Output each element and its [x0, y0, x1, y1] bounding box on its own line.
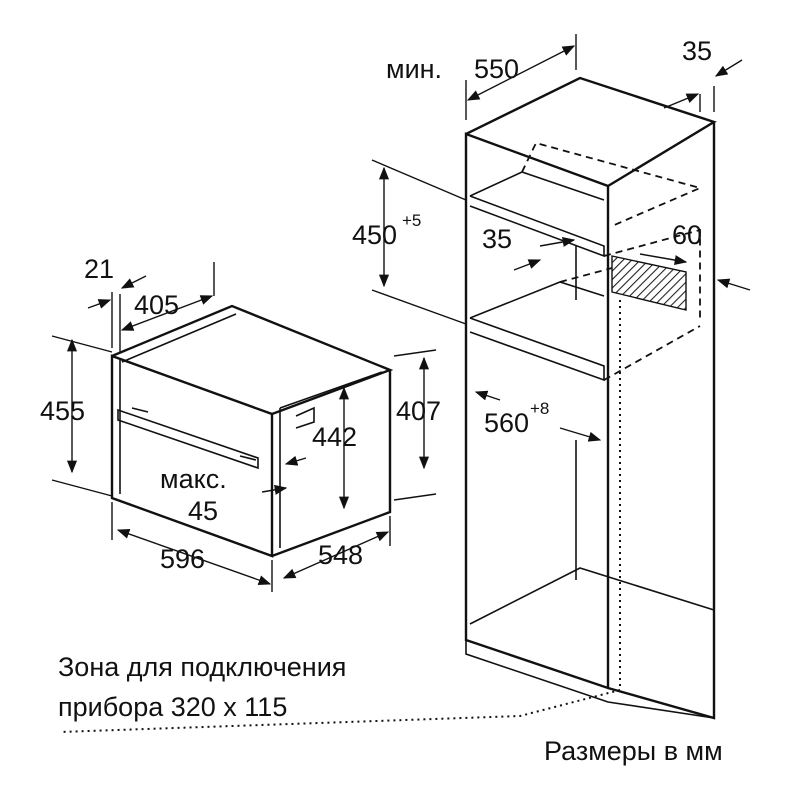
label-45: 45 — [188, 496, 218, 526]
label-450: 450 — [352, 220, 397, 250]
label-450-tolerance: +5 — [402, 211, 421, 230]
label-596: 596 — [160, 544, 205, 574]
label-60: 60 — [672, 220, 702, 250]
label-35-top: 35 — [682, 36, 712, 66]
label-21: 21 — [84, 254, 114, 284]
oven-dimensions — [51, 262, 437, 592]
label-min: мин. — [386, 54, 442, 84]
label-455: 455 — [40, 396, 85, 426]
label-405: 405 — [134, 290, 179, 320]
label-550: 550 — [474, 54, 519, 84]
label-35-mid: 35 — [482, 224, 512, 254]
caption-connection-zone-line1: Зона для подключения — [58, 652, 346, 682]
label-442: 442 — [312, 422, 357, 452]
cabinet — [59, 76, 717, 733]
niche-bottom-shelf — [469, 317, 605, 382]
label-max: макс. — [160, 464, 227, 494]
connection-zone-hatch — [611, 255, 687, 311]
caption-units: Размеры в мм — [544, 736, 723, 766]
label-560: 560 — [484, 408, 529, 438]
cabinet-right-side — [607, 122, 716, 720]
label-407: 407 — [396, 396, 441, 426]
oven-handle — [117, 408, 259, 470]
oven-front-panel — [110, 354, 274, 558]
cabinet-top — [465, 76, 717, 188]
caption-connection-zone-line2: прибора 320 x 115 — [58, 692, 287, 722]
label-548: 548 — [318, 540, 363, 570]
upper-shelf — [469, 195, 605, 258]
label-560-tolerance: +8 — [530, 399, 549, 418]
oven-top — [111, 304, 394, 416]
cabinet-dimensions — [371, 34, 751, 442]
